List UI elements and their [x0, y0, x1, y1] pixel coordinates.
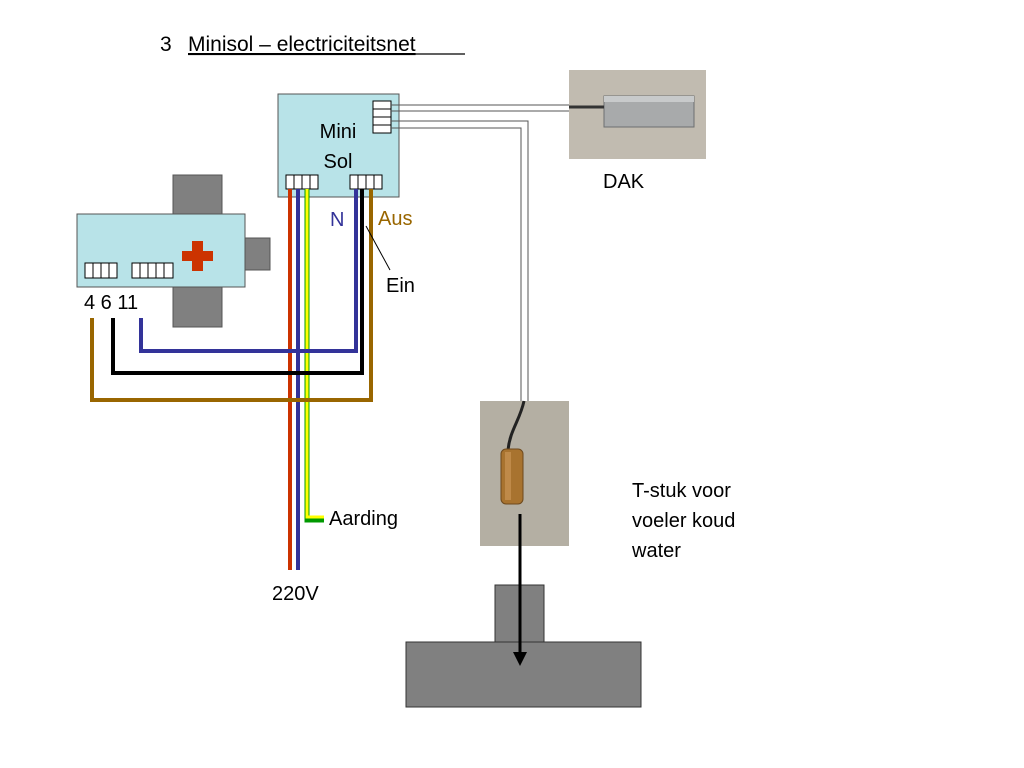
tstuk-sensor-photo — [480, 400, 569, 546]
wire-aus-brown — [90, 189, 373, 402]
wire-green — [304, 189, 324, 523]
wire-yellow — [305, 189, 324, 519]
wire-n-blue — [139, 189, 358, 353]
minisol-label-line1: Mini — [320, 121, 357, 143]
title-number: 3 — [160, 33, 172, 56]
aus-label: Aus — [378, 208, 412, 230]
dak-label: DAK — [603, 171, 645, 193]
wire-ein-black — [111, 189, 364, 375]
pump-terminal-numbers: 4 6 11 — [84, 292, 138, 314]
ein-label: Ein — [386, 275, 415, 297]
pump-terminal-block-2 — [131, 262, 174, 279]
n-label: N — [330, 209, 344, 231]
ein-callout-line — [365, 225, 391, 271]
voltage-label: 220V — [272, 583, 319, 605]
minisol-sensor-terminal — [372, 100, 392, 134]
plus-icon — [182, 241, 213, 271]
minisol-label-line2: Sol — [324, 151, 353, 173]
insert-arrow — [513, 514, 527, 666]
sensor-cable-tstuk — [391, 120, 529, 402]
tstuk-label-line3: water — [631, 540, 681, 562]
sensor-cable-dak — [391, 104, 570, 112]
pump-side-stub — [244, 237, 271, 271]
tstuk-label-line1: T-stuk voor — [632, 480, 731, 502]
pump-terminal-block-1 — [84, 262, 118, 279]
minisol-output-terminal — [349, 174, 383, 190]
tstuk-pipe — [405, 641, 642, 708]
title-text: Minisol – electriciteitsnet — [188, 33, 416, 56]
minisol-power-terminal — [285, 174, 319, 190]
aarding-label: Aarding — [329, 508, 398, 530]
tstuk-label-line2: voeler koud — [632, 510, 735, 532]
dak-sensor-photo — [569, 70, 706, 159]
